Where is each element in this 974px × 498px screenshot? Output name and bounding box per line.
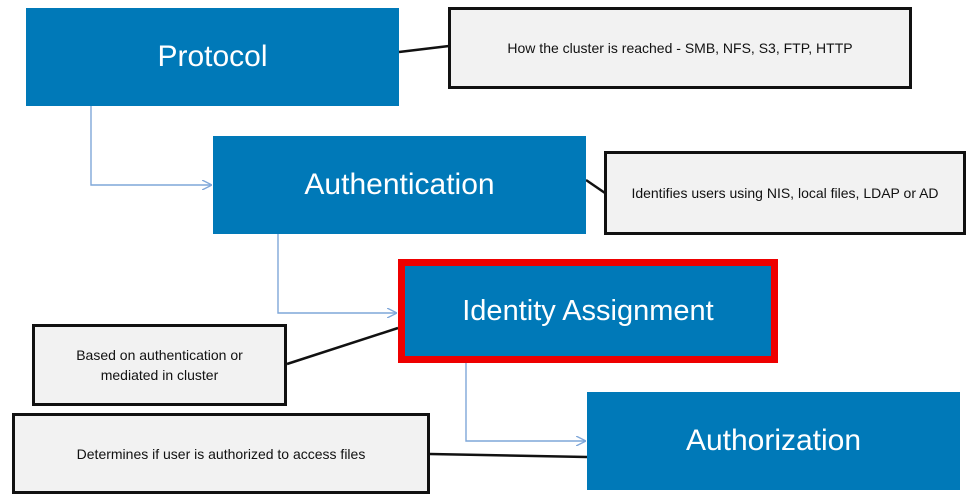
step-identity-assignment: Identity Assignment — [398, 259, 778, 363]
callout-line-authorization — [429, 452, 588, 459]
flow-arrow-protocol-to-authentication — [90, 106, 211, 185]
step-authorization: Authorization — [587, 392, 960, 490]
note-protocol-text: How the cluster is reached - SMB, NFS, S… — [507, 40, 853, 56]
note-identity-assignment: Based on authentication or mediated in c… — [32, 324, 287, 406]
note-authorization-text: Determines if user is authorized to acce… — [76, 445, 366, 462]
note-identity-assignment-text: Based on authentication or mediated in c… — [76, 347, 243, 383]
callout-line-identity — [286, 326, 399, 366]
step-protocol-label: Protocol — [157, 40, 268, 73]
step-authentication: Authentication — [213, 136, 586, 234]
step-protocol: Protocol — [26, 8, 399, 106]
note-authentication: Identifies users using NIS, local files,… — [604, 151, 966, 235]
flow-arrow-identity-to-authorization — [465, 363, 585, 441]
step-authorization-label: Authorization — [685, 424, 862, 457]
step-identity-assignment-label: Identity Assignment — [462, 294, 714, 327]
note-authentication-text: Identifies users using NIS, local files,… — [631, 185, 939, 201]
step-authentication-label: Authentication — [304, 168, 495, 201]
callout-line-authentication — [585, 178, 606, 195]
callout-line-protocol — [398, 44, 450, 54]
note-authorization: Determines if user is authorized to acce… — [12, 413, 430, 494]
flow-arrow-authentication-to-identity — [277, 234, 396, 313]
note-protocol: How the cluster is reached - SMB, NFS, S… — [448, 7, 912, 89]
